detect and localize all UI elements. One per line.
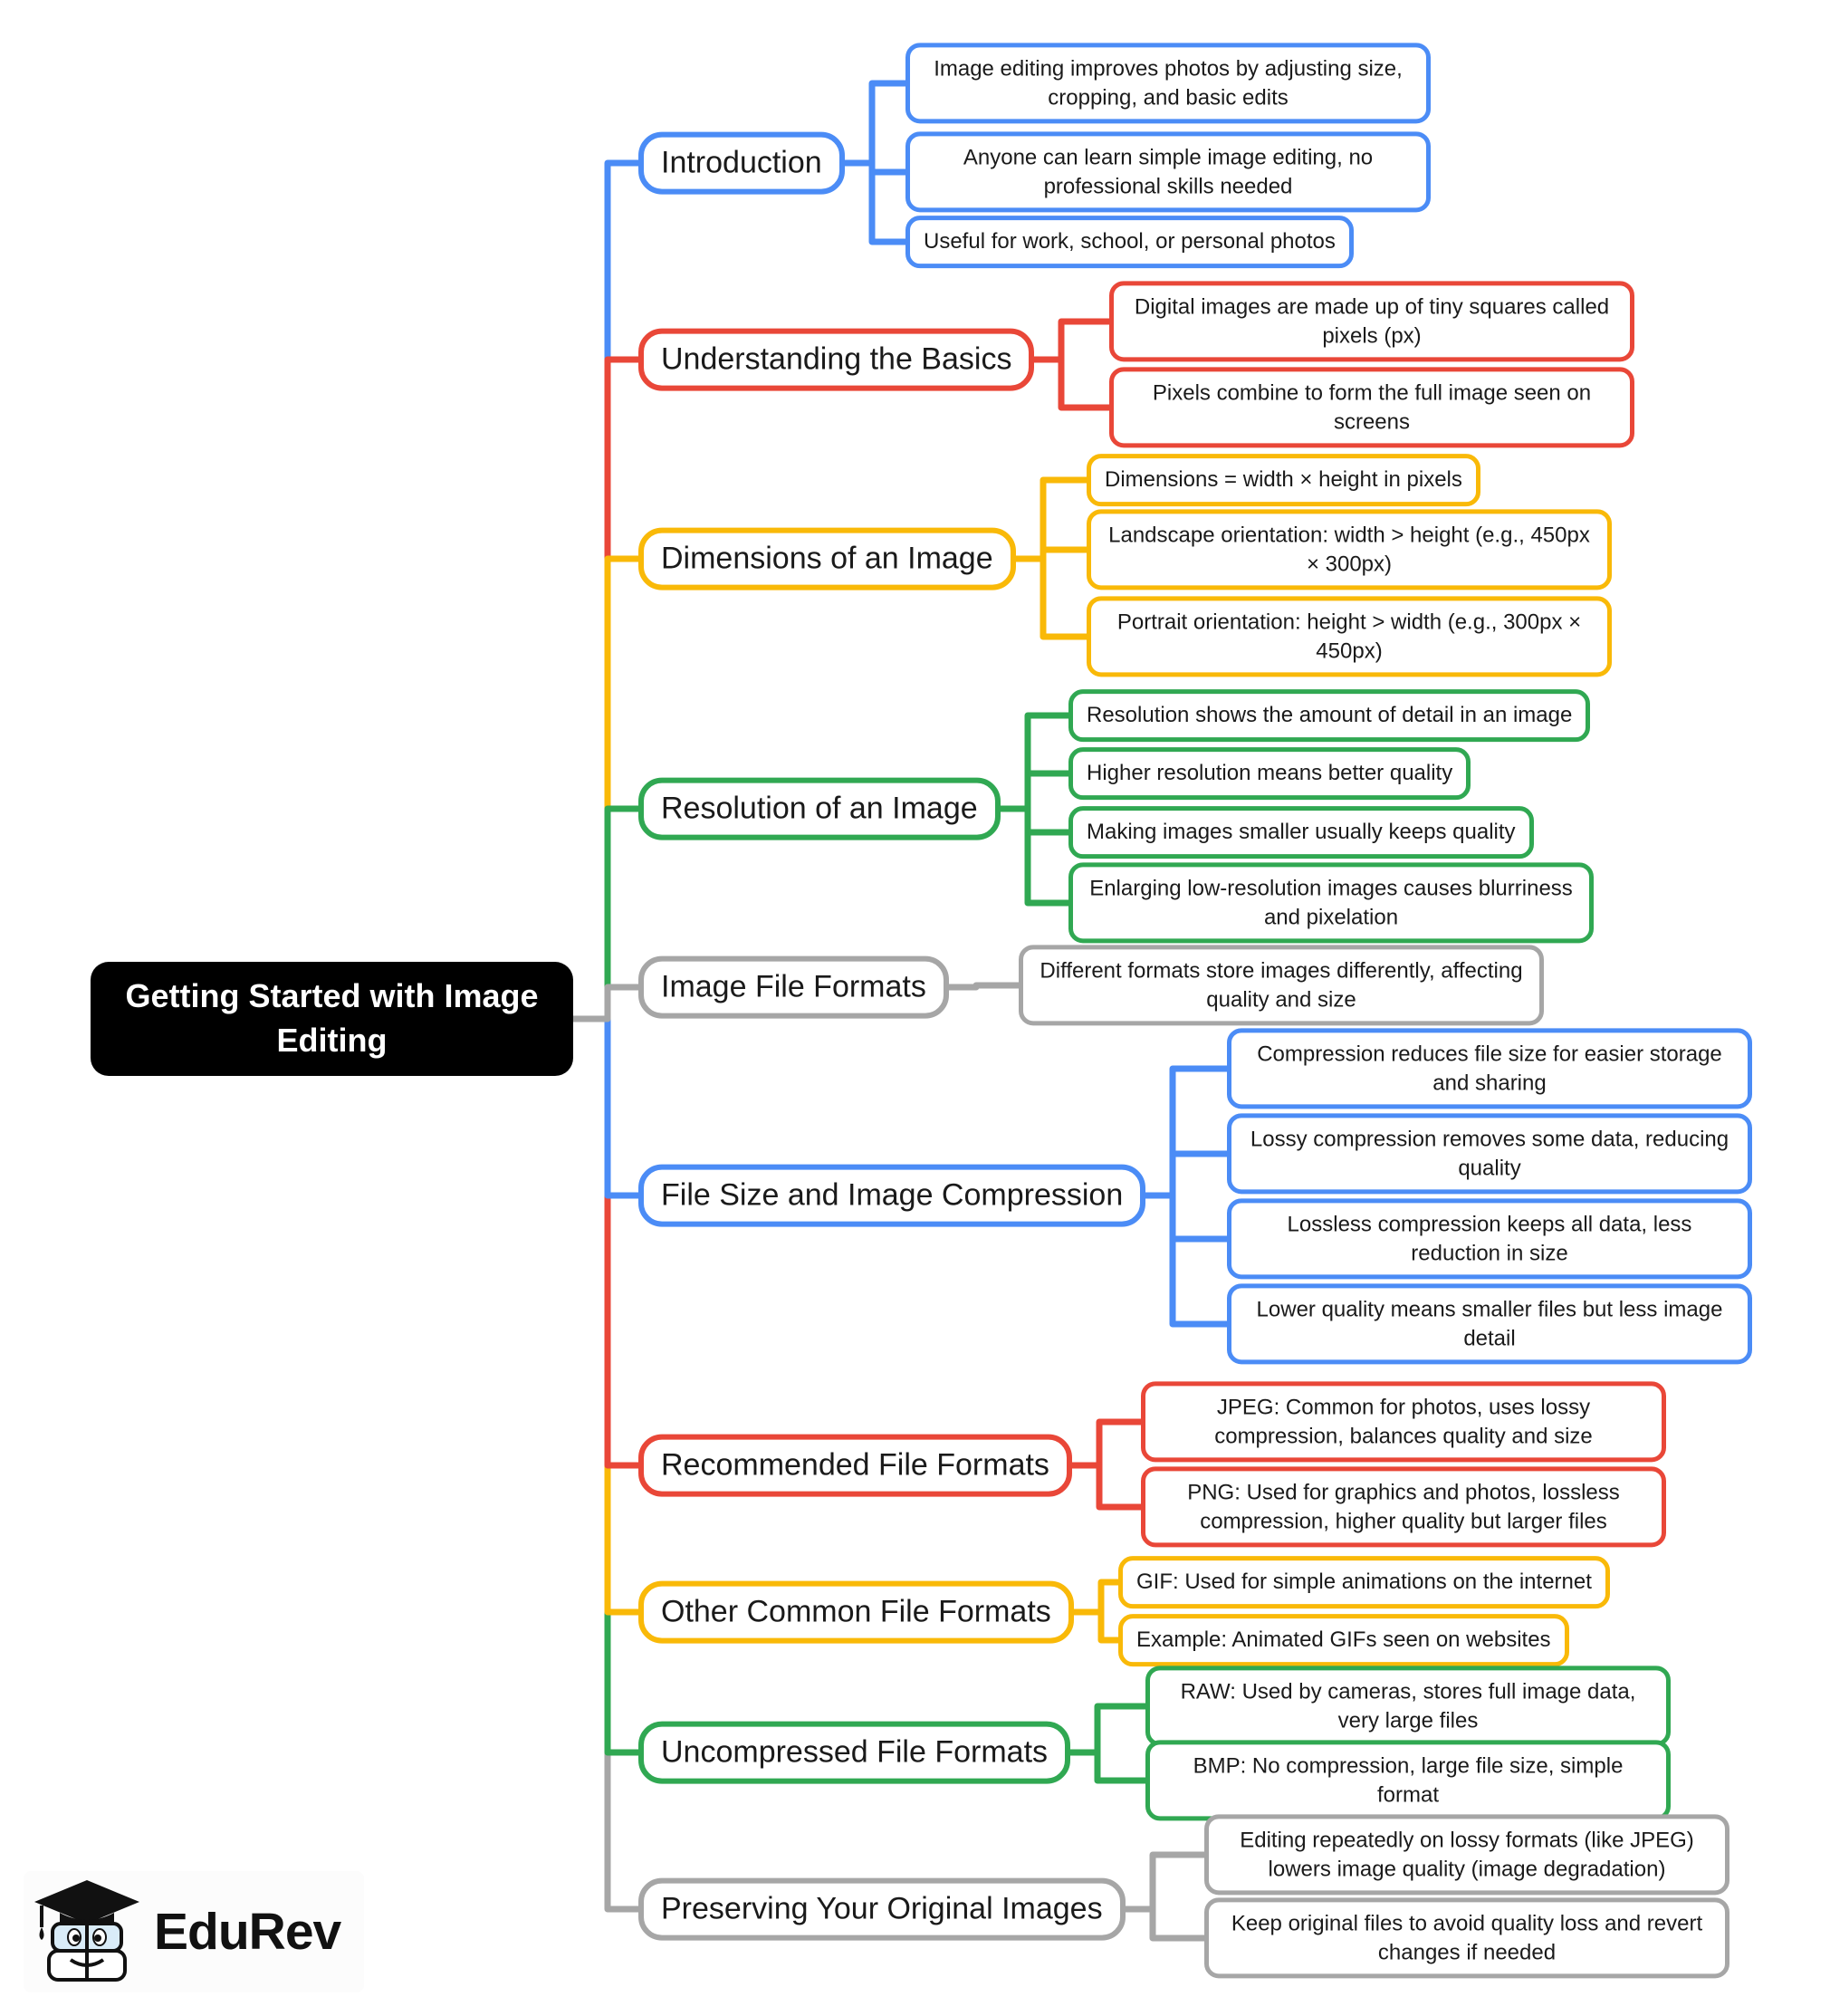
child-label: Keep original files to avoid quality los… (1231, 1911, 1703, 1964)
child-node[interactable]: Higher resolution means better quality (1068, 747, 1471, 800)
child-label: Different formats store images different… (1040, 958, 1523, 1012)
branch-label: Resolution of an Image (661, 791, 978, 826)
branch-resolution-of-an-image[interactable]: Resolution of an Image (638, 777, 1001, 840)
branch-label: Recommended File Formats (661, 1447, 1049, 1483)
child-node[interactable]: Compression reduces file size for easier… (1227, 1028, 1752, 1109)
child-label: RAW: Used by cameras, stores full image … (1180, 1679, 1636, 1733)
child-label: Digital images are made up of tiny squar… (1134, 294, 1610, 348)
edurev-logo-text: EduRev (154, 1903, 341, 1961)
child-label: Lossless compression keeps all data, les… (1287, 1212, 1692, 1265)
branch-introduction[interactable]: Introduction (638, 131, 845, 195)
child-label: Image editing improves photos by adjusti… (934, 56, 1403, 110)
child-label: GIF: Used for simple animations on the i… (1136, 1570, 1592, 1595)
child-label: Portrait orientation: height > width (e.… (1116, 610, 1582, 663)
child-node[interactable]: Dimensions = width × height in pixels (1087, 454, 1480, 506)
edurev-mascot-icon (34, 1880, 139, 1982)
branch-label: Preserving Your Original Images (661, 1891, 1103, 1926)
child-node[interactable]: Portrait orientation: height > width (e.… (1087, 596, 1612, 677)
child-label: PNG: Used for graphics and photos, lossl… (1187, 1480, 1620, 1533)
child-node[interactable]: Resolution shows the amount of detail in… (1068, 689, 1591, 742)
root-label: Getting Started with Image Editing (125, 977, 539, 1059)
branch-label: Image File Formats (661, 969, 926, 1004)
child-node[interactable]: Landscape orientation: width > height (e… (1087, 509, 1612, 590)
branch-file-size-and-image-compression[interactable]: File Size and Image Compression (638, 1164, 1146, 1227)
child-label: Higher resolution means better quality (1087, 761, 1453, 786)
child-node[interactable]: Lower quality means smaller files but le… (1227, 1283, 1752, 1365)
branch-label: Dimensions of an Image (661, 541, 993, 576)
child-node[interactable]: Lossy compression removes some data, red… (1227, 1113, 1752, 1195)
child-node[interactable]: Useful for work, school, or personal pho… (905, 216, 1354, 268)
branch-preserving-your-original-images[interactable]: Preserving Your Original Images (638, 1877, 1126, 1941)
child-label: Compression reduces file size for easier… (1257, 1042, 1722, 1095)
branch-other-common-file-formats[interactable]: Other Common File Formats (638, 1580, 1074, 1644)
child-node[interactable]: Editing repeatedly on lossy formats (lik… (1204, 1814, 1729, 1896)
child-label: Resolution shows the amount of detail in… (1087, 703, 1573, 728)
branch-image-file-formats[interactable]: Image File Formats (638, 955, 949, 1019)
child-label: Landscape orientation: width > height (e… (1108, 523, 1590, 576)
child-node[interactable]: Image editing improves photos by adjusti… (905, 43, 1431, 124)
branch-uncompressed-file-formats[interactable]: Uncompressed File Formats (638, 1721, 1071, 1784)
branch-label: Uncompressed File Formats (661, 1734, 1049, 1770)
child-node[interactable]: Anyone can learn simple image editing, n… (905, 131, 1431, 213)
child-node[interactable]: BMP: No compression, large file size, si… (1145, 1740, 1671, 1821)
branch-label: Understanding the Basics (661, 341, 1012, 377)
child-node[interactable]: Enlarging low-resolution images causes b… (1068, 862, 1594, 944)
root-node[interactable]: Getting Started with Image Editing (91, 962, 573, 1076)
child-node[interactable]: Example: Animated GIFs seen on websites (1118, 1614, 1569, 1666)
child-node[interactable]: Digital images are made up of tiny squar… (1109, 281, 1634, 362)
child-label: BMP: No compression, large file size, si… (1193, 1753, 1624, 1807)
child-label: Enlarging low-resolution images causes b… (1089, 876, 1573, 929)
child-node[interactable]: RAW: Used by cameras, stores full image … (1145, 1666, 1671, 1747)
branch-understanding-the-basics[interactable]: Understanding the Basics (638, 328, 1035, 391)
child-label: JPEG: Common for photos, uses lossy comp… (1214, 1395, 1593, 1448)
child-node[interactable]: Making images smaller usually keeps qual… (1068, 806, 1534, 859)
child-node[interactable]: Pixels combine to form the full image se… (1109, 367, 1634, 448)
child-label: Pixels combine to form the full image se… (1152, 380, 1592, 434)
child-label: Example: Animated GIFs seen on websites (1136, 1627, 1551, 1653)
child-label: Lower quality means smaller files but le… (1256, 1297, 1723, 1350)
child-node[interactable]: GIF: Used for simple animations on the i… (1118, 1556, 1610, 1608)
branch-label: Introduction (661, 145, 822, 180)
child-label: Lossy compression removes some data, red… (1250, 1127, 1729, 1180)
branch-dimensions-of-an-image[interactable]: Dimensions of an Image (638, 527, 1016, 590)
branch-label: Other Common File Formats (661, 1594, 1051, 1629)
child-node[interactable]: Keep original files to avoid quality los… (1204, 1897, 1729, 1979)
edurev-logo: EduRev (24, 1871, 365, 1992)
branch-recommended-file-formats[interactable]: Recommended File Formats (638, 1434, 1072, 1497)
child-label: Anyone can learn simple image editing, n… (963, 145, 1374, 198)
child-node[interactable]: PNG: Used for graphics and photos, lossl… (1141, 1466, 1666, 1548)
child-node[interactable]: JPEG: Common for photos, uses lossy comp… (1141, 1381, 1666, 1463)
child-node[interactable]: Different formats store images different… (1019, 945, 1544, 1026)
branch-label: File Size and Image Compression (661, 1177, 1124, 1213)
child-label: Useful for work, school, or personal pho… (924, 229, 1336, 254)
child-label: Editing repeatedly on lossy formats (lik… (1240, 1828, 1694, 1881)
child-label: Making images smaller usually keeps qual… (1087, 820, 1516, 845)
child-label: Dimensions = width × height in pixels (1105, 467, 1462, 493)
child-node[interactable]: Lossless compression keeps all data, les… (1227, 1198, 1752, 1280)
